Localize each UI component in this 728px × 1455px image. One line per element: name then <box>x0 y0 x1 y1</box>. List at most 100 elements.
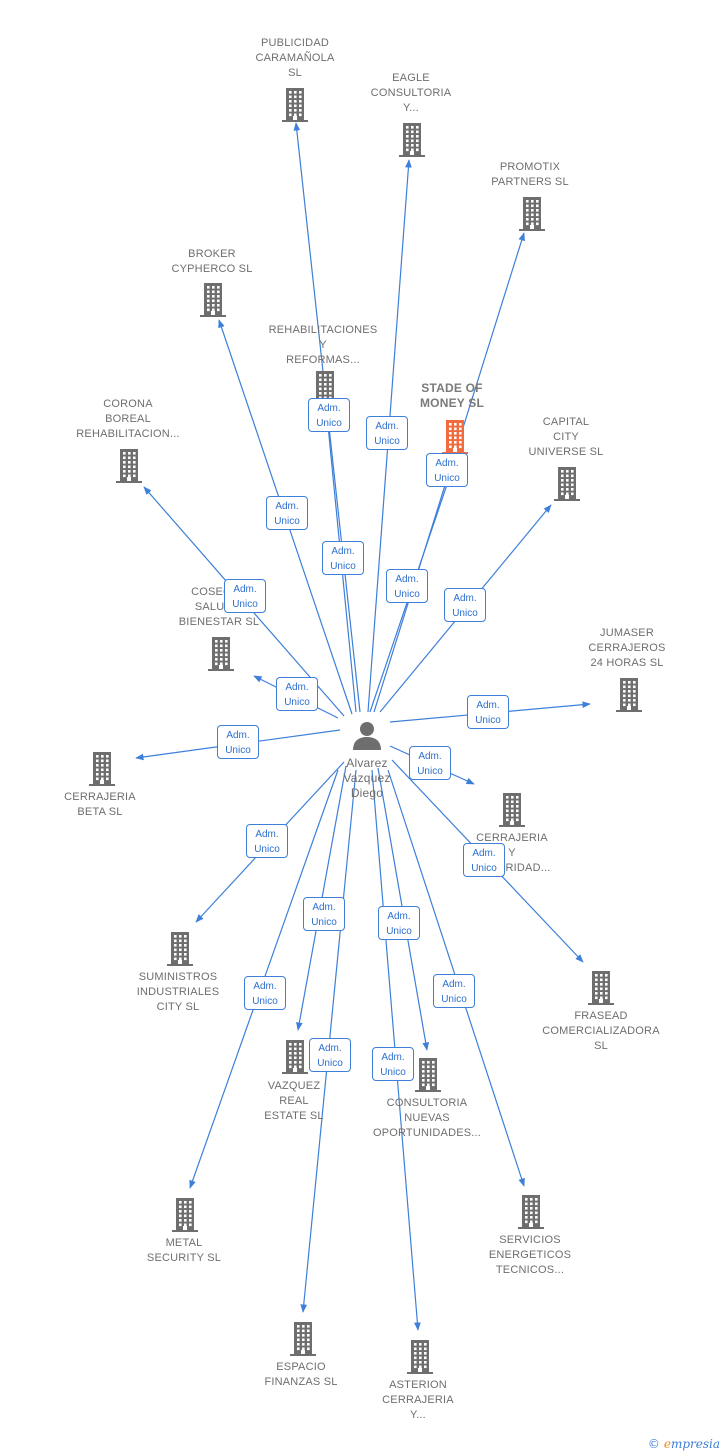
role-badge: Adm. Unico <box>467 695 509 729</box>
role-badge-line2: Unico <box>330 561 356 572</box>
building-icon[interactable] <box>280 1038 310 1079</box>
role-badge: Adm. Unico <box>386 569 428 603</box>
role-badge: Adm. Unico <box>217 725 259 759</box>
building-icon[interactable] <box>170 1196 200 1237</box>
company-label[interactable]: METAL SECURITY SL <box>146 1237 222 1264</box>
company-label[interactable]: CAPITAL CITY UNIVERSE SL <box>528 416 604 458</box>
role-badge-line1: Adm. <box>387 911 411 922</box>
role-badge-line2: Unico <box>380 1067 406 1078</box>
building-icon[interactable] <box>165 930 195 971</box>
company-label[interactable]: PROMOTIX PARTNERS SL <box>491 161 569 188</box>
role-badge: Adm. Unico <box>276 677 318 711</box>
company-label[interactable]: SUMINISTROS INDUSTRIALES CITY SL <box>136 971 220 1013</box>
role-badge-line1: Adm. <box>255 829 279 840</box>
role-badge-line1: Adm. <box>453 593 477 604</box>
role-badge-line1: Adm. <box>472 848 496 859</box>
role-badge-line1: Adm. <box>285 682 309 693</box>
role-badge-line1: Adm. <box>395 574 419 585</box>
role-badge-line2: Unico <box>274 516 300 527</box>
company-label[interactable]: ESPACIO FINANZAS SL <box>264 1361 338 1388</box>
building-icon[interactable] <box>288 1320 318 1361</box>
role-badge-line1: Adm. <box>233 584 257 595</box>
role-badge-line1: Adm. <box>381 1052 405 1063</box>
role-badge: Adm. Unico <box>308 398 350 432</box>
role-badge-line2: Unico <box>394 589 420 600</box>
role-badge-line2: Unico <box>417 766 443 777</box>
company-label[interactable]: FRASEAD COMERCIALIZADORA SL <box>542 1010 660 1052</box>
building-icon[interactable] <box>516 1193 546 1234</box>
role-badge-line2: Unico <box>254 844 280 855</box>
company-label[interactable]: EAGLE CONSULTORIA Y... <box>370 72 452 114</box>
building-icon[interactable] <box>397 121 427 162</box>
role-badge: Adm. Unico <box>463 843 505 877</box>
role-badge: Adm. Unico <box>322 541 364 575</box>
role-badge-line2: Unico <box>374 436 400 447</box>
role-badge: Adm. Unico <box>224 579 266 613</box>
role-badge-line1: Adm. <box>476 700 500 711</box>
role-badge-line2: Unico <box>225 745 251 756</box>
role-badge-line1: Adm. <box>435 458 459 469</box>
role-badge-line1: Adm. <box>375 421 399 432</box>
building-icon[interactable] <box>114 447 144 488</box>
company-label[interactable]: PUBLICIDAD CARAMAÑOLA SL <box>255 37 335 79</box>
building-icon[interactable] <box>497 791 527 832</box>
building-icon[interactable] <box>87 750 117 791</box>
company-label[interactable]: CONSULTORIA NUEVAS OPORTUNIDADES... <box>372 1097 482 1139</box>
building-icon[interactable] <box>198 281 228 322</box>
building-icon[interactable] <box>206 635 236 676</box>
role-badge-line2: Unico <box>441 994 467 1005</box>
building-icon[interactable] <box>517 195 547 236</box>
building-icon[interactable] <box>405 1338 435 1379</box>
person-label[interactable]: Alvarez Vazquez Diego <box>343 756 391 800</box>
role-badge: Adm. Unico <box>246 824 288 858</box>
role-badge-line1: Adm. <box>253 981 277 992</box>
role-badge: Adm. Unico <box>378 906 420 940</box>
building-icon[interactable] <box>614 676 644 717</box>
company-label[interactable]: SERVICIOS ENERGETICOS TECNICOS... <box>488 1234 572 1276</box>
role-badge-line1: Adm. <box>226 730 250 741</box>
role-badge-line2: Unico <box>252 996 278 1007</box>
company-label[interactable]: VAZQUEZ REAL ESTATE SL <box>264 1080 324 1122</box>
role-badge-line2: Unico <box>386 926 412 937</box>
role-badge-line1: Adm. <box>331 546 355 557</box>
role-badge: Adm. Unico <box>244 976 286 1010</box>
company-label[interactable]: CERRAJERIA BETA SL <box>64 791 136 818</box>
company-label[interactable]: JUMASER CERRAJEROS 24 HORAS SL <box>588 627 666 669</box>
company-label[interactable]: BROKER CYPHERCO SL <box>171 248 253 275</box>
building-icon[interactable] <box>310 369 340 410</box>
role-badge: Adm.Unico <box>309 1038 351 1072</box>
role-badge-line2: Unico <box>316 418 342 429</box>
role-badge-line1: Adm. <box>317 403 341 414</box>
role-badge: Adm. Unico <box>303 897 345 931</box>
building-icon[interactable] <box>440 418 470 459</box>
role-badge-line2: Unico <box>452 608 478 619</box>
role-badge-line2: Unico <box>471 863 497 874</box>
role-badge-line2: Unico <box>434 473 460 484</box>
company-label[interactable]: CORONA BOREAL REHABILITACION... <box>76 398 180 440</box>
role-badge: Adm. Unico <box>409 746 451 780</box>
building-icon[interactable] <box>552 465 582 506</box>
role-badge: Adm. Unico <box>426 453 468 487</box>
person-icon[interactable] <box>352 720 382 755</box>
role-badge: Adm. Unico <box>266 496 308 530</box>
company-label[interactable]: REHABILITACIONES Y REFORMAS... <box>268 324 378 366</box>
role-badge: Adm. Unico <box>372 1047 414 1081</box>
role-badge: Adm. Unico <box>366 416 408 450</box>
role-badge-line2: Unico <box>232 599 258 610</box>
role-badge: Adm. Unico <box>444 588 486 622</box>
company-label[interactable]: ASTERION CERRAJERIA Y... <box>382 1379 454 1421</box>
role-badge-line2: Unico <box>284 697 310 708</box>
role-badge-line1: Adm. <box>442 979 466 990</box>
role-badge-line1: Adm. <box>275 501 299 512</box>
building-icon[interactable] <box>413 1056 443 1097</box>
empresia-logo: ©empresia <box>647 1437 720 1451</box>
role-badge-line2: Unico <box>475 715 501 726</box>
company-label[interactable]: STADE OF MONEY SL <box>419 381 485 410</box>
role-badge-line1: Adm. <box>418 751 442 762</box>
building-icon[interactable] <box>280 86 310 127</box>
role-badge-line2: Unico <box>317 1058 343 1069</box>
building-icon[interactable] <box>586 969 616 1010</box>
role-badge-line2: Unico <box>311 917 337 928</box>
role-badge: Adm. Unico <box>433 974 475 1008</box>
role-badge-line1: Adm. <box>312 902 336 913</box>
